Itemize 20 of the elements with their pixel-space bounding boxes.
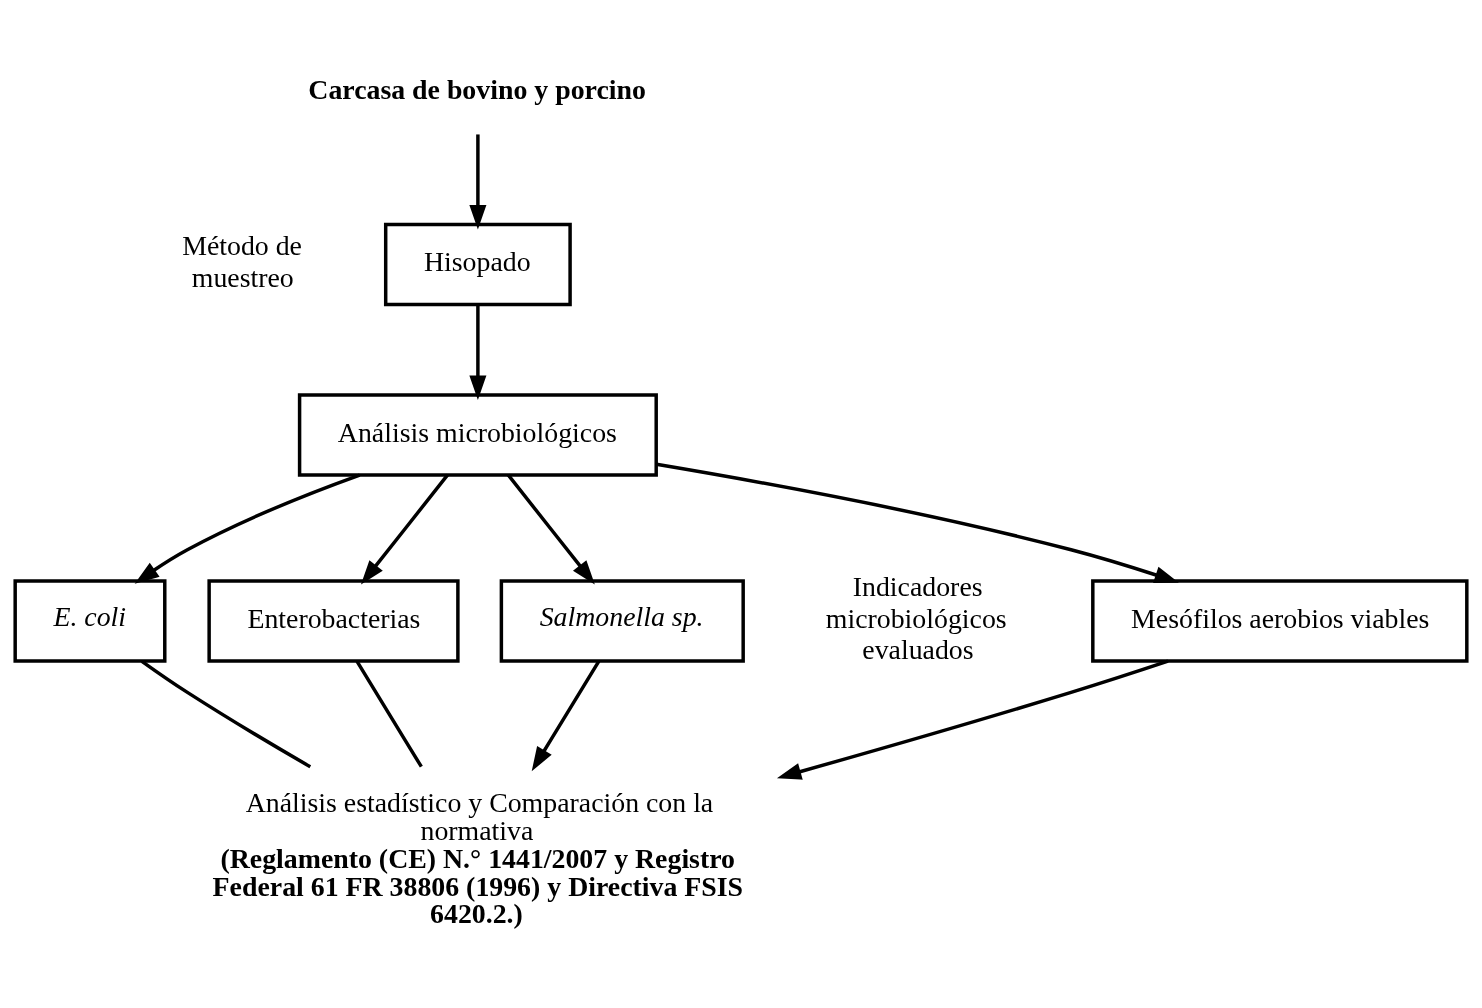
node-box: Mesófilos aerobios viables	[1091, 578, 1469, 663]
arrow	[360, 473, 449, 585]
node-box: Enterobacterias	[207, 578, 460, 663]
connector	[355, 659, 423, 768]
label: Método de muestreo	[182, 229, 302, 293]
node-box: Salmonella sp.	[499, 578, 745, 663]
arrow	[134, 472, 361, 584]
connector	[140, 659, 312, 768]
arrow	[531, 659, 601, 771]
node-box: Análisis microbiológicos	[297, 392, 658, 477]
node-box: Hisopado	[383, 222, 572, 306]
arrow	[469, 304, 487, 400]
arrow	[469, 133, 487, 229]
arrow	[656, 462, 1179, 583]
node-box: E. coli	[13, 578, 167, 663]
arrow	[776, 659, 1169, 780]
arrow	[506, 473, 595, 585]
node-text: Carcasa de bovino y porcino	[308, 73, 646, 105]
label: Indicadores microbiológicos evaluados	[825, 570, 1007, 665]
node-text: Análisis estadístico y Comparación con la normativa (Reglamento (CE) N.° 1441/2007 y Registro Federal 61 FR 38806 (1996) y Directiva FSIS 6420.2.)	[212, 786, 744, 929]
